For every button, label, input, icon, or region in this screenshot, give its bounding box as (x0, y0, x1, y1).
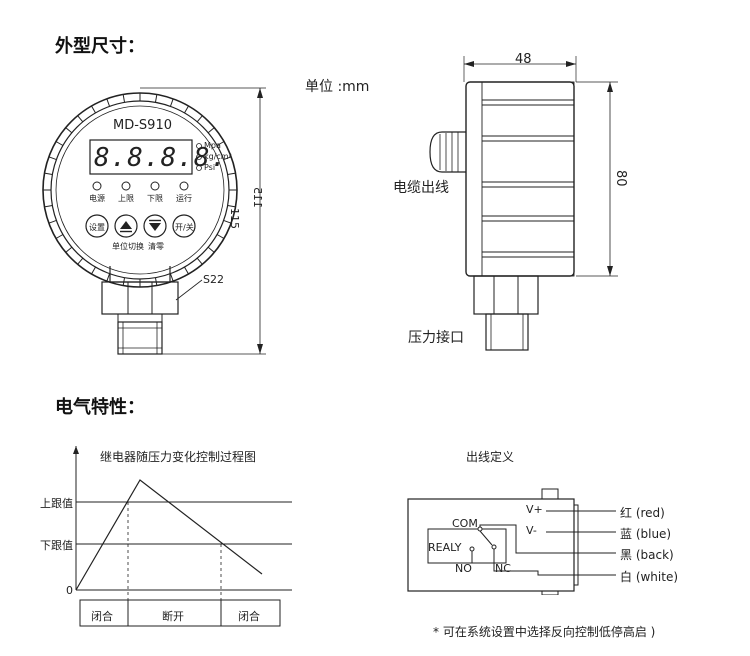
knurl-tick (196, 257, 203, 265)
knurl-tick (216, 234, 225, 239)
knurl-tick (77, 115, 84, 123)
unit-psi: Psi (204, 163, 216, 172)
relay-chart-title: 继电器随压力变化控制过程图 (100, 450, 257, 464)
knurl-tick (44, 172, 53, 176)
up-arrow-icon (120, 221, 132, 229)
front-height-dim: 115 (228, 208, 241, 229)
wire-red: 红 (red) (620, 506, 665, 520)
knurl-tick (122, 94, 126, 103)
led-label-power: 电源 (89, 194, 105, 203)
wire-blue: 蓝 (blue) (620, 527, 672, 541)
knurl-tick (65, 246, 73, 253)
unit-mpa: Mpa (204, 141, 221, 150)
knurl-tick (207, 127, 215, 134)
realy-label: REALY (428, 541, 462, 554)
knurl-tick (207, 246, 215, 253)
knurl-tick (227, 172, 236, 176)
knurl-tick (91, 105, 96, 114)
state-closed-1: 闭合 (91, 610, 113, 623)
knurl-tick (106, 98, 111, 107)
pin-vminus: V- (526, 524, 537, 537)
knurl-tick (55, 234, 64, 239)
knurl-tick (184, 105, 189, 114)
power-button[interactable]: 开/关 (175, 223, 194, 232)
knurl-tick (91, 266, 96, 275)
knurl-tick (227, 204, 236, 208)
footnote: * 可在系统设置中选择反向控制低停高启 ) (433, 625, 656, 639)
outline-title: 外型尺寸： (55, 36, 145, 57)
wiring-title: 出线定义 (466, 450, 515, 464)
side-height-dim: 80 (613, 170, 628, 187)
state-closed-2: 闭合 (238, 610, 260, 623)
wire-black: 黑 (back) (620, 548, 674, 562)
relay-chart (73, 446, 292, 627)
knurl-tick (44, 204, 53, 208)
knurl-tick (77, 257, 84, 265)
knurl-tick (48, 219, 57, 224)
display-readout: 8.8.8.8. (94, 143, 228, 173)
front-view-drawing (42, 87, 266, 355)
wrench-size: S22 (203, 273, 224, 286)
cable-label: 电缆出线 (393, 180, 449, 196)
knurl-tick (216, 141, 225, 146)
knurl-tick (169, 98, 174, 107)
knurl-tick (65, 127, 73, 134)
unit-switch-label: 单位切换 (112, 242, 144, 251)
electric-title: 电气特性： (55, 397, 145, 418)
model-label: MD-S910 (113, 118, 172, 133)
unit-note: 单位 :mm (305, 79, 370, 95)
knurl-tick (184, 266, 189, 275)
knurl-tick (106, 273, 111, 282)
unit-kgcm: kg/cm² (204, 152, 232, 161)
side-width-dim: 48 (515, 52, 532, 67)
knurl-tick (196, 115, 203, 123)
upper-label: 上跟值 (40, 497, 73, 510)
knurl-tick (55, 141, 64, 146)
knurl-tick (169, 273, 174, 282)
led-label-run: 运行 (176, 194, 192, 203)
knurl-tick (48, 156, 57, 161)
set-button[interactable]: 设置 (89, 223, 105, 232)
pin-vplus: V+ (526, 503, 543, 516)
led-label-lower: 下限 (147, 194, 163, 203)
nc-label: NC (495, 562, 511, 575)
zero-label: 清零 (148, 242, 164, 251)
origin-label: 0 (66, 584, 73, 597)
front-height-dim-mirror: 115 (251, 187, 264, 208)
com-label: COM (452, 517, 478, 530)
knurl-tick (223, 219, 232, 224)
state-open: 断开 (162, 610, 184, 623)
knurl-tick (223, 156, 232, 161)
port-label: 压力接口 (408, 330, 464, 346)
knurl-tick (154, 94, 158, 103)
side-view-drawing (429, 56, 618, 351)
wiring-diagram (407, 488, 616, 595)
wire-white: 白 (white) (620, 570, 679, 584)
no-label: NO (455, 562, 472, 575)
lower-label: 下跟值 (40, 539, 73, 552)
down-arrow-icon (149, 223, 161, 231)
led-label-upper: 上限 (118, 194, 134, 203)
